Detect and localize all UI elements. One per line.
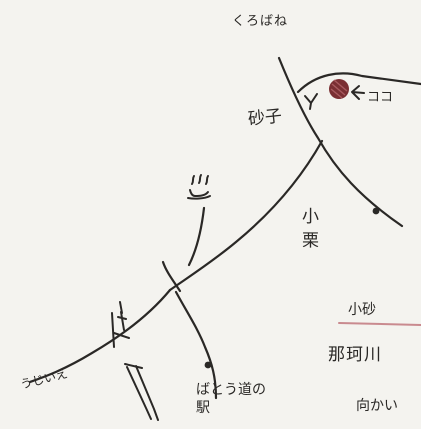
bridge-icon — [111, 301, 159, 421]
label-kurobane: くろばね — [232, 14, 289, 29]
road-onsen — [187, 206, 206, 267]
fork-mark — [304, 93, 318, 110]
label-bato: ばとう道の駅 — [196, 382, 266, 416]
label-kokuri: 小栗 — [302, 207, 319, 251]
poi-dot — [204, 361, 212, 369]
road-kurobane — [277, 56, 404, 228]
info-line-2: 向かい — [356, 398, 398, 414]
label-sunago: 砂子 — [246, 106, 283, 130]
onsen-icon — [187, 174, 211, 200]
info-line-1: 那珂川 — [328, 345, 382, 365]
road-bato — [174, 290, 218, 400]
road-kokuri — [168, 139, 324, 292]
arrow-icon — [351, 85, 365, 100]
poi-dot — [372, 207, 380, 215]
heading-underline — [338, 322, 421, 326]
info-heading: 小砂 — [348, 302, 376, 318]
road-spur — [161, 260, 182, 293]
road-ujiie — [28, 288, 172, 384]
label-koko: ココ — [367, 90, 394, 105]
road-koko — [296, 72, 421, 94]
destination-marker-icon — [329, 79, 349, 99]
